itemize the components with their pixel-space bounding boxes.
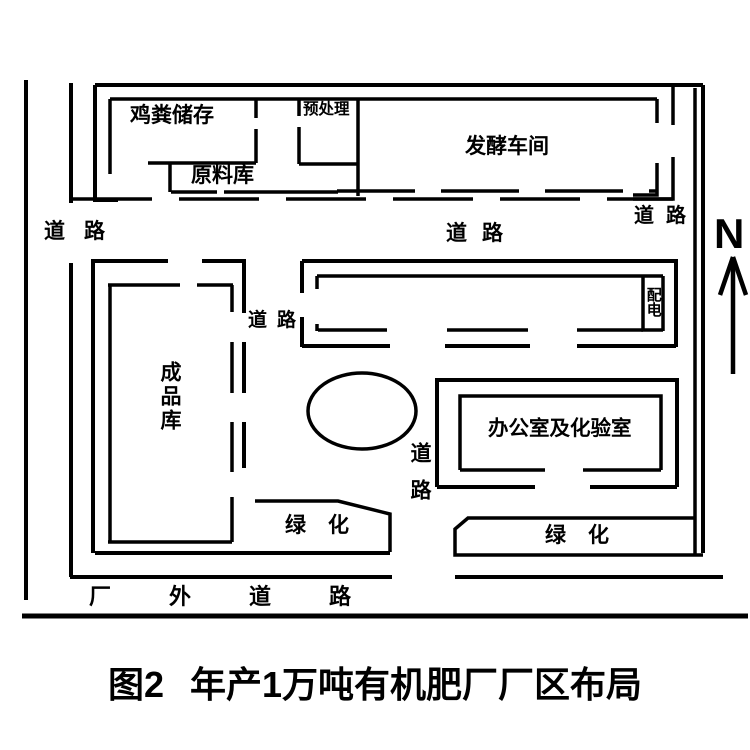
- road-west-label: 道路: [44, 220, 124, 243]
- fermentation-right-wall-inner: [633, 99, 659, 197]
- north-indicator-label: N: [714, 210, 745, 257]
- road-north-center-label: 道路: [446, 222, 518, 245]
- greening-southeast-label: 绿化: [545, 524, 631, 547]
- road-factory-outside-label: 厂外道路: [89, 584, 410, 609]
- power-distribution-label: 配电: [644, 287, 662, 317]
- fermentation-right-wall-outer: [633, 87, 675, 201]
- road-center-west-label: 道路: [248, 310, 307, 331]
- road-center-south-label: 道路: [408, 442, 432, 516]
- finished-product-warehouse-label: 成品库: [158, 361, 182, 433]
- north-arrow-head: [717, 256, 749, 296]
- figure-title: 年产1万吨有机肥厂厂区布局: [190, 664, 643, 705]
- office-outer-box: [435, 378, 679, 487]
- mid-building-outer: [302, 259, 678, 347]
- pretreatment-walls: [297, 99, 360, 196]
- power-room-walls: [641, 277, 663, 332]
- warehouse-outer-corner: [202, 259, 246, 313]
- fermentation-workshop-label: 发酵车间: [465, 135, 549, 158]
- wall-west-lower: [91, 259, 168, 553]
- figure-number: 图2: [107, 664, 164, 705]
- raw-material-warehouse-label: 原料库: [191, 164, 254, 187]
- pretreatment-label: 预处理: [303, 101, 350, 118]
- office-inner-box: [458, 394, 663, 470]
- wall-west-upper: [93, 85, 118, 202]
- greening-southeast-outline: [453, 516, 703, 557]
- chicken-manure-storage-label: 鸡粪储存: [130, 104, 214, 127]
- office-lab-label: 办公室及化验室: [488, 417, 632, 440]
- figure-caption: 图2 年产1万吨有机肥厂厂区布局: [0, 656, 750, 708]
- greening-southwest-label: 绿化: [285, 514, 371, 537]
- greening-southwest-outline: [255, 499, 392, 552]
- road-northeast-label: 道路: [634, 205, 698, 227]
- central-ellipse: [306, 371, 418, 451]
